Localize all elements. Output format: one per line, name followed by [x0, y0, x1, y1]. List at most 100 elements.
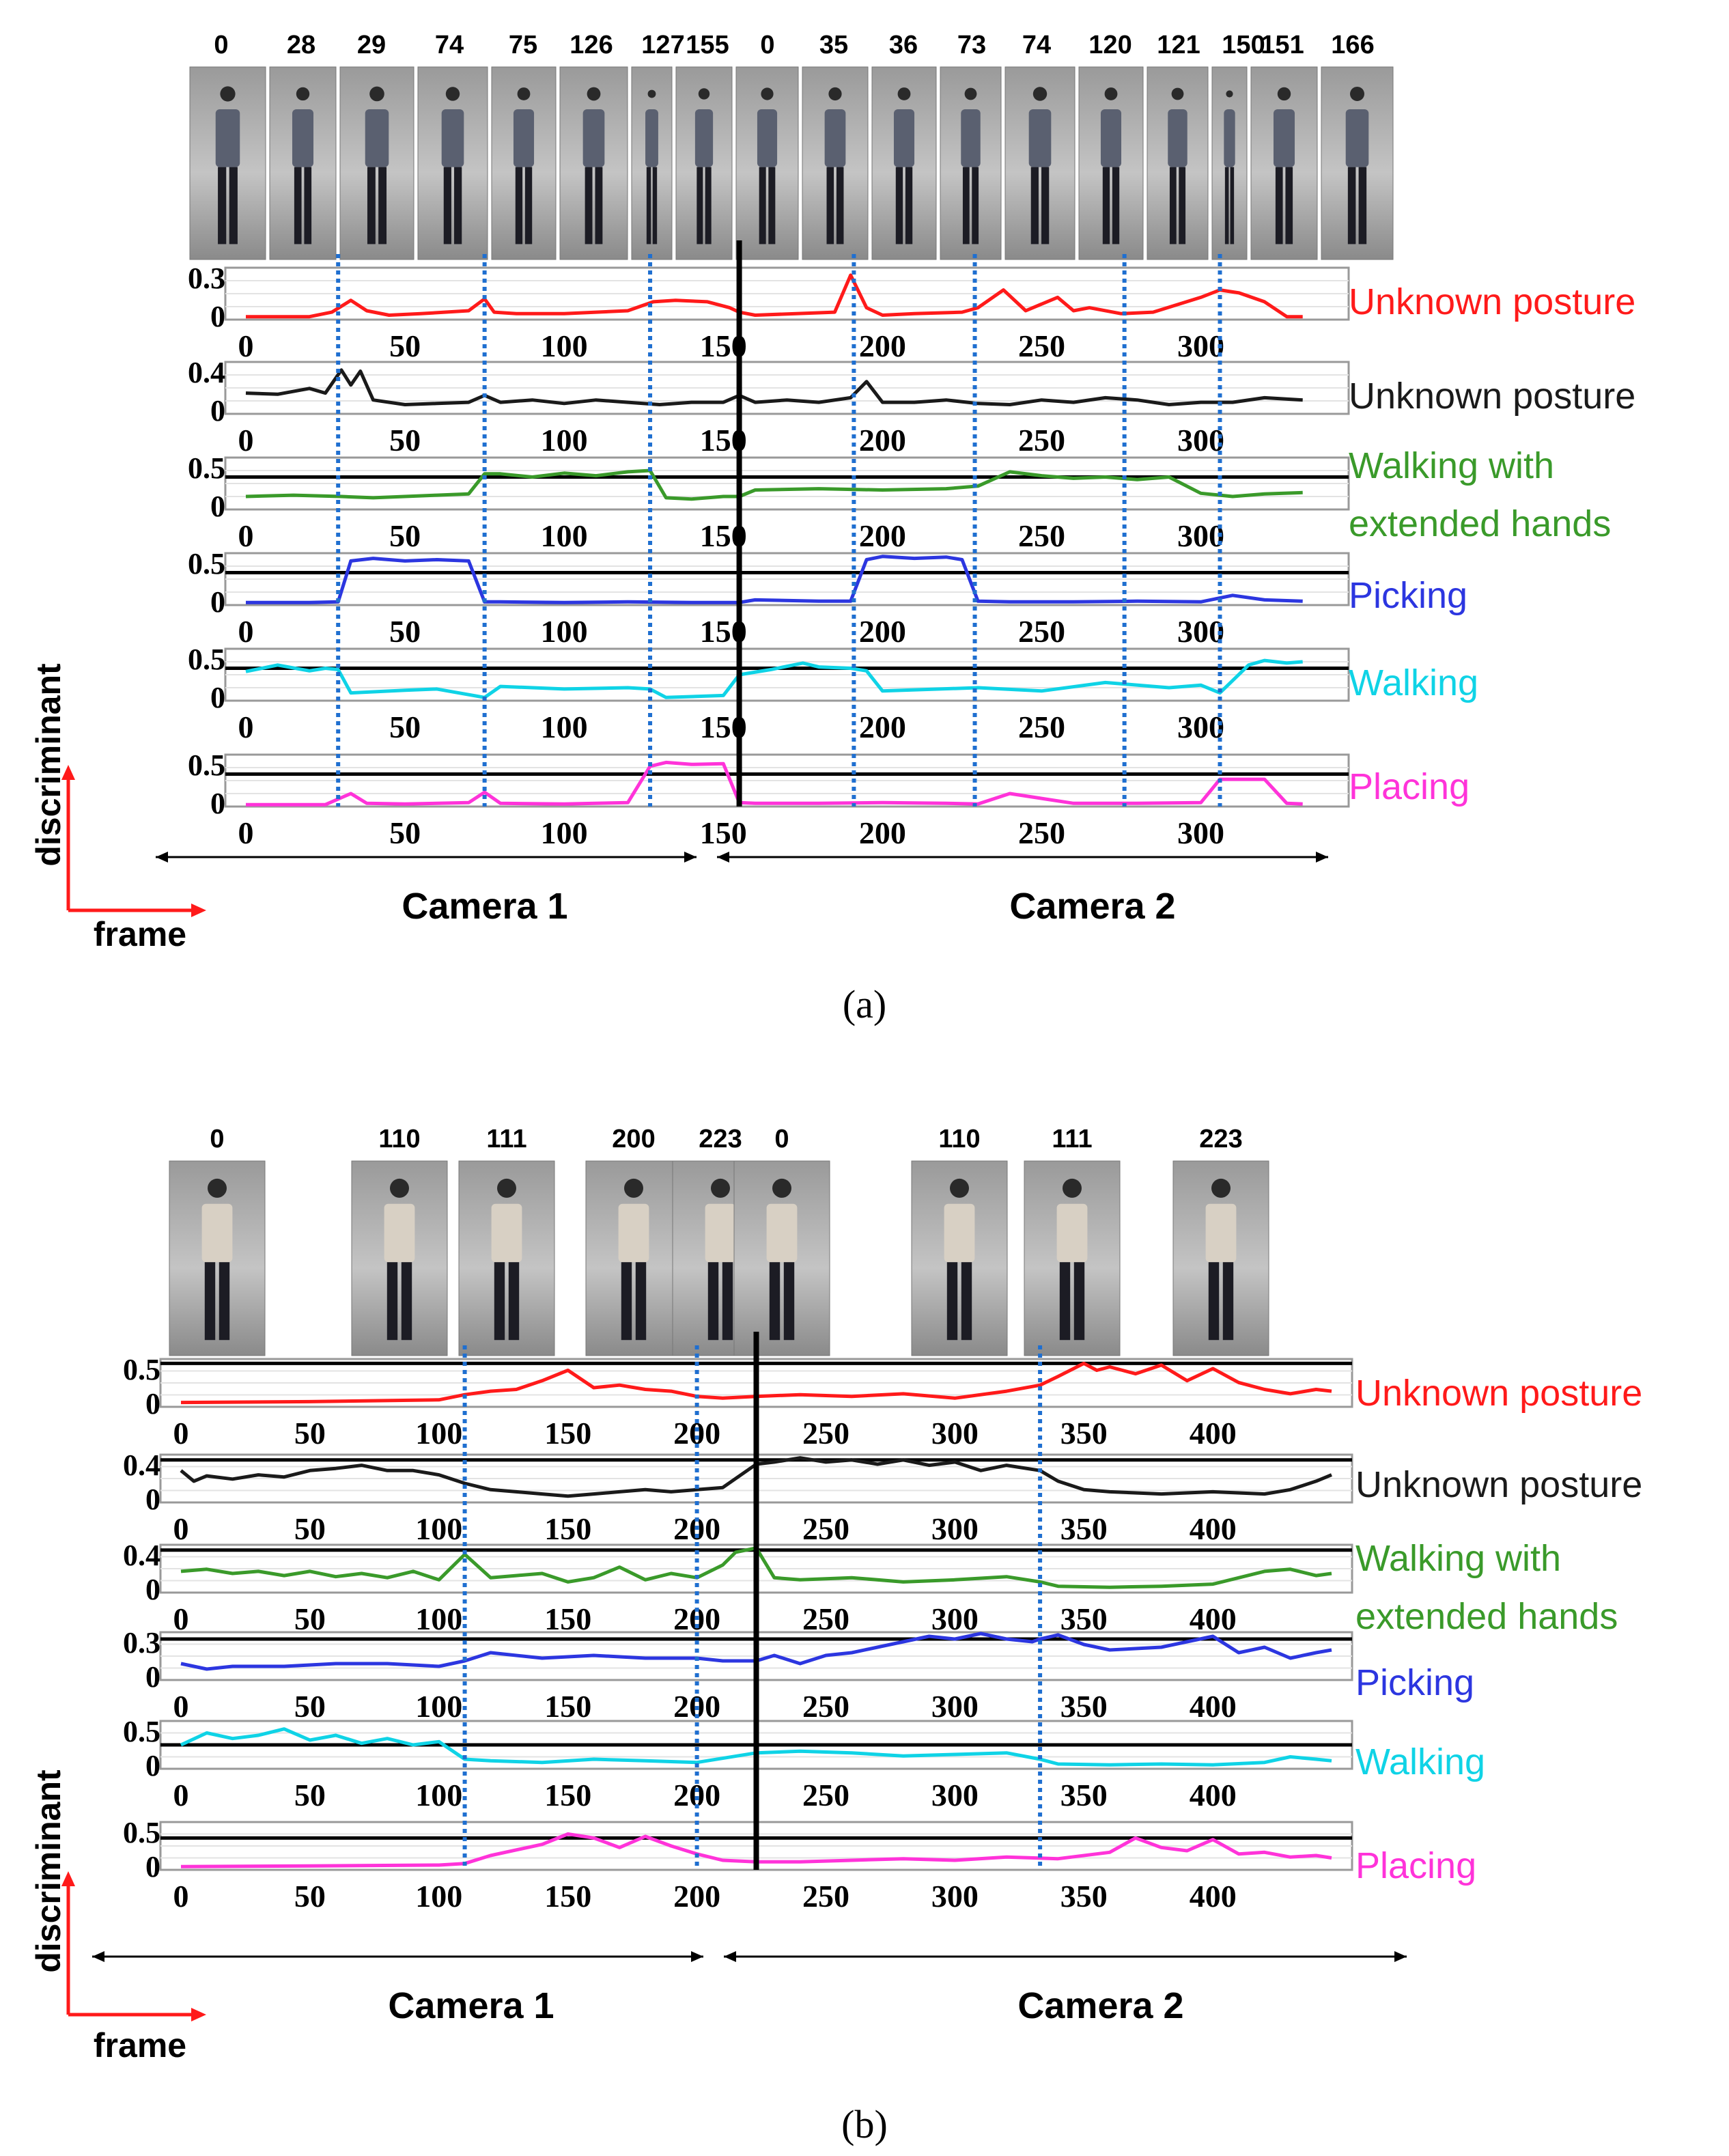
x-tick-label: 200 — [859, 614, 906, 649]
frame-number-label: 223 — [1199, 1125, 1242, 1153]
series-legend-label: Placing — [1349, 766, 1470, 807]
x-tick-label: 300 — [1177, 423, 1224, 458]
series-legend-label: Picking — [1355, 1662, 1474, 1703]
y-tick-label: 0 — [145, 1749, 160, 1782]
x-tick-label: 300 — [931, 1778, 979, 1812]
x-tick-label: 350 — [1060, 1879, 1108, 1914]
x-tick-label: 0 — [173, 1689, 189, 1724]
frame-number-label: 200 — [612, 1125, 655, 1153]
frame-number-label: 127 — [641, 31, 684, 59]
x-tick-label: 100 — [415, 1511, 462, 1546]
person-leg — [1030, 167, 1039, 244]
person-head — [369, 86, 384, 102]
person-leg — [652, 167, 658, 244]
x-tick-label: 100 — [415, 1778, 462, 1812]
frame-number-label: 36 — [889, 31, 918, 59]
series-legend-label: extended hands — [1349, 503, 1611, 544]
person-head — [647, 89, 656, 98]
x-tick-label: 100 — [541, 710, 588, 744]
person-torso — [1205, 1203, 1237, 1263]
person-head — [950, 1178, 969, 1198]
x-tick-label: 50 — [389, 423, 421, 458]
x-tick-label: 50 — [294, 1778, 326, 1812]
person-leg — [1224, 167, 1229, 244]
frame-number-label: 74 — [435, 31, 464, 59]
frame-number-label: 120 — [1088, 31, 1131, 59]
x-tick-label: 250 — [1018, 328, 1065, 363]
frame-number-label: 73 — [957, 31, 986, 59]
person-head — [517, 87, 531, 100]
x-tick-label: 200 — [859, 710, 906, 744]
person-head — [208, 1178, 227, 1198]
person-leg — [962, 167, 970, 244]
y-tick-label: 0.5 — [188, 451, 225, 485]
series-line — [180, 1727, 1332, 1767]
person-head — [624, 1178, 643, 1198]
frame-number-label: 35 — [819, 31, 848, 59]
y-tick-label: 0.5 — [188, 643, 225, 676]
person-leg — [378, 167, 387, 244]
person-torso — [201, 1203, 233, 1263]
arrow-head — [691, 1951, 703, 1962]
x-tick-label: 250 — [802, 1601, 849, 1636]
series-legend-label: Unknown posture — [1355, 1464, 1642, 1505]
y-tick-label: 0 — [145, 1387, 160, 1420]
y-axis-label: discriminant — [29, 1769, 68, 1973]
x-axis-label: frame — [94, 915, 186, 953]
x-tick-label: 250 — [1018, 815, 1065, 850]
person-leg — [386, 1262, 398, 1341]
x-tick-label: 150 — [544, 1689, 591, 1724]
series-legend-label: Walking with — [1349, 445, 1554, 486]
person-torso — [1224, 109, 1235, 167]
person-torso — [766, 1203, 798, 1263]
x-tick-label: 200 — [673, 1879, 720, 1914]
series-legend-label: extended hands — [1355, 1596, 1618, 1637]
x-tick-label: 250 — [802, 1689, 849, 1724]
x-tick-label: 100 — [541, 423, 588, 458]
camera-2-label: Camera 2 — [1017, 1985, 1183, 2026]
x-axis-arrow-head — [191, 904, 206, 917]
person-torso — [944, 1203, 975, 1263]
frame-number-label: 111 — [1052, 1125, 1092, 1153]
x-tick-label: 350 — [1060, 1689, 1108, 1724]
frame-number-label: 166 — [1331, 31, 1374, 59]
x-tick-label: 0 — [173, 1601, 189, 1636]
person-head — [296, 87, 310, 101]
x-tick-label: 100 — [541, 328, 588, 363]
x-tick-label: 200 — [859, 328, 906, 363]
x-tick-label: 300 — [931, 1511, 979, 1546]
x-axis-label: frame — [94, 2026, 186, 2064]
series-legend-label: Walking — [1349, 662, 1478, 703]
frame-number-label: 111 — [486, 1125, 526, 1153]
caption-b: (b) — [841, 2102, 888, 2146]
x-tick-label: 0 — [238, 423, 254, 458]
series-line — [246, 273, 1303, 319]
x-tick-label: 400 — [1190, 1601, 1237, 1636]
series-line — [180, 1456, 1332, 1498]
x-tick-label: 300 — [1177, 328, 1224, 363]
person-leg — [1275, 167, 1283, 244]
y-tick-label: 0 — [145, 1573, 160, 1606]
x-tick-label: 250 — [1018, 518, 1065, 553]
person-head — [897, 87, 911, 100]
person-head — [761, 87, 774, 100]
series-legend-label: Walking with — [1355, 1538, 1561, 1579]
person-leg — [707, 1262, 719, 1341]
person-head — [1171, 87, 1184, 100]
person-leg — [294, 167, 302, 244]
person-leg — [946, 1262, 958, 1341]
person-head — [964, 87, 977, 100]
series-line — [180, 1361, 1332, 1405]
person-torso — [618, 1203, 649, 1263]
person-torso — [582, 109, 605, 167]
person-leg — [759, 167, 766, 244]
y-tick-label: 0 — [145, 1660, 160, 1694]
person-leg — [585, 167, 593, 244]
x-tick-label: 200 — [859, 423, 906, 458]
